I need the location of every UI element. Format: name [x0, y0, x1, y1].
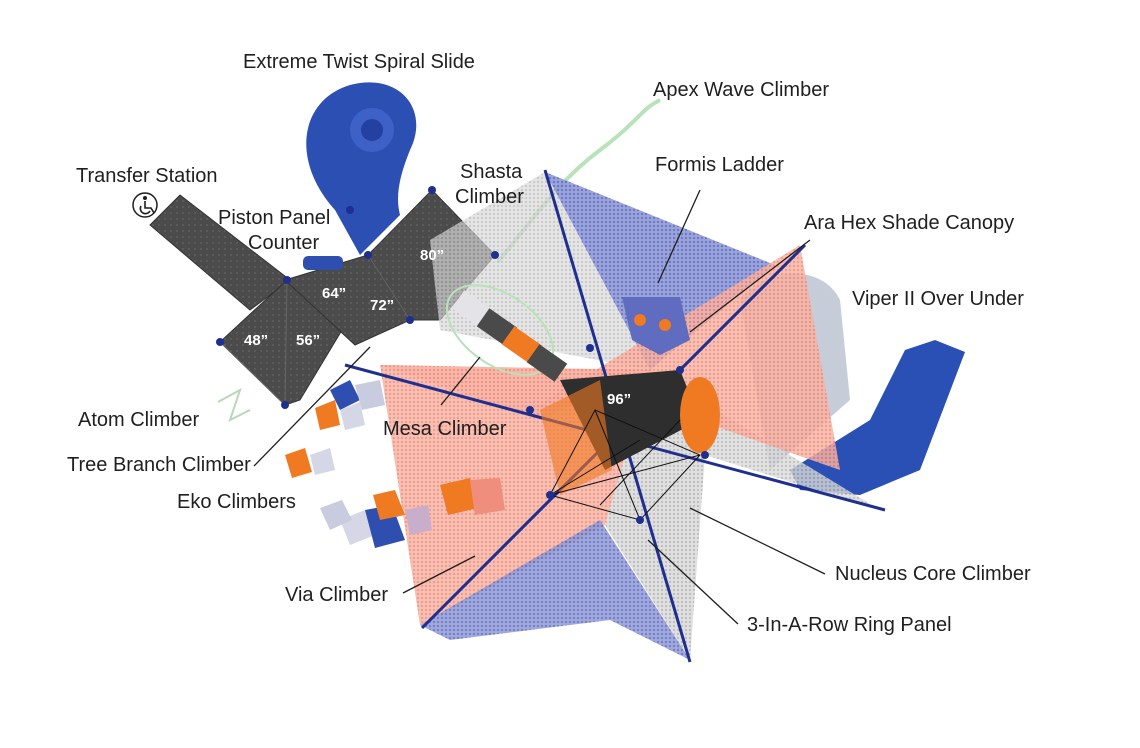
post-joints: [216, 186, 709, 524]
label-3-in-a-row-ring-panel: 3-In-A-Row Ring Panel: [747, 614, 952, 636]
label-eko-climbers: Eko Climbers: [177, 491, 296, 513]
label-ara-hex-shade-canopy: Ara Hex Shade Canopy: [804, 212, 1014, 234]
label-transfer-station: Transfer Station: [76, 165, 218, 187]
deck-height-72: 72”: [370, 297, 394, 314]
deck-height-64: 64”: [322, 285, 346, 302]
mesa-climber-panels: [451, 290, 568, 382]
label-shasta-climber-1: Shasta: [460, 161, 523, 183]
label-piston-panel-counter-2: Counter: [248, 232, 319, 254]
label-formis-ladder: Formis Ladder: [655, 154, 784, 176]
deck-height-48: 48”: [244, 332, 268, 349]
label-extreme-twist-spiral-slide: Extreme Twist Spiral Slide: [243, 51, 475, 73]
formis-ladder-shape: [622, 297, 690, 355]
deck-height-80: 80”: [420, 247, 444, 264]
label-tree-branch-climber: Tree Branch Climber: [67, 454, 251, 476]
label-atom-climber: Atom Climber: [78, 409, 199, 431]
atom-climber-shape: [217, 387, 251, 422]
eko-climber-blocks: [285, 380, 505, 548]
deck-height-56: 56”: [296, 332, 320, 349]
label-viper-ii-over-under: Viper II Over Under: [852, 288, 1024, 310]
piston-panel-counter-shape: [303, 256, 343, 270]
label-nucleus-core-climber: Nucleus Core Climber: [835, 563, 1031, 585]
deck-height-96: 96”: [607, 391, 631, 408]
label-apex-wave-climber: Apex Wave Climber: [653, 79, 829, 101]
label-piston-panel-counter-1: Piston Panel: [218, 207, 330, 229]
label-mesa-climber: Mesa Climber: [383, 418, 507, 440]
leader-lines: [253, 189, 826, 625]
extreme-twist-spiral-slide: [306, 82, 417, 255]
central-tower: [540, 370, 720, 495]
label-shasta-climber-2: Climber: [455, 186, 524, 208]
label-via-climber: Via Climber: [285, 584, 388, 606]
wheelchair-icon: [132, 192, 158, 218]
nucleus-core-climber-web: [549, 409, 701, 521]
